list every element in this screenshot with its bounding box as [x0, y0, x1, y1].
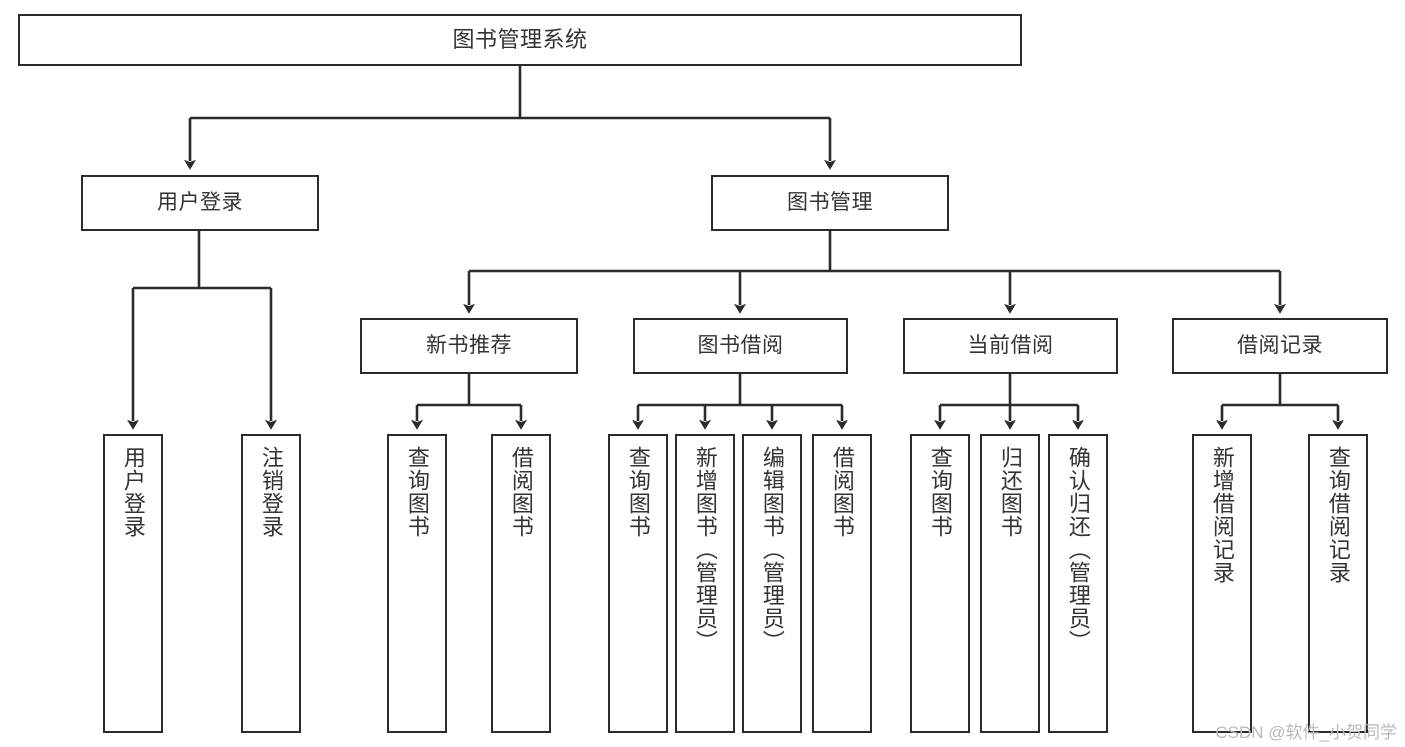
node-label: 新增借阅记录: [1209, 446, 1235, 584]
node-leaf-query-book-current[interactable]: 查询图书: [910, 434, 970, 733]
node-leaf-add-book-admin[interactable]: 新增图书（管理员）: [675, 434, 735, 733]
node-leaf-query-borrow-record[interactable]: 查询借阅记录: [1308, 434, 1368, 733]
node-root-system[interactable]: 图书管理系统: [18, 14, 1022, 66]
node-label: 归还图书: [997, 446, 1023, 538]
node-label: 当前借阅: [967, 333, 1054, 357]
node-label: 查询图书: [625, 446, 651, 538]
node-label: 图书管理系统: [452, 27, 588, 53]
node-label: 注销登录: [258, 446, 284, 538]
node-leaf-user-logout[interactable]: 注销登录: [241, 434, 301, 733]
node-label: 查询借阅记录: [1325, 446, 1351, 584]
node-label: 确认归还（管理员）: [1065, 446, 1091, 653]
node-current-borrow[interactable]: 当前借阅: [903, 318, 1118, 374]
node-label: 新书推荐: [426, 333, 512, 357]
node-label: 用户登录: [120, 446, 146, 538]
node-leaf-borrow-book[interactable]: 借阅图书: [812, 434, 872, 733]
node-new-book-recommend[interactable]: 新书推荐: [360, 318, 578, 374]
node-leaf-edit-book-admin[interactable]: 编辑图书（管理员）: [742, 434, 802, 733]
node-leaf-add-borrow-record[interactable]: 新增借阅记录: [1192, 434, 1252, 733]
watermark: CSDN @软件_小贺同学: [1215, 723, 1397, 742]
node-label: 查询图书: [404, 446, 430, 538]
node-leaf-return-book[interactable]: 归还图书: [980, 434, 1040, 733]
node-label: 借阅图书: [508, 446, 534, 538]
node-leaf-borrow-book-recommend[interactable]: 借阅图书: [491, 434, 551, 733]
node-label: 图书管理: [787, 190, 873, 214]
node-label: 查询图书: [927, 446, 953, 538]
node-leaf-query-book-borrow[interactable]: 查询图书: [608, 434, 668, 733]
node-label: 图书借阅: [697, 333, 784, 357]
node-leaf-user-login[interactable]: 用户登录: [103, 434, 163, 733]
node-label: 新增图书（管理员）: [692, 446, 718, 653]
node-label: 用户登录: [157, 190, 243, 214]
node-label: 编辑图书（管理员）: [759, 446, 785, 653]
node-book-borrow[interactable]: 图书借阅: [633, 318, 848, 374]
node-borrow-record[interactable]: 借阅记录: [1172, 318, 1388, 374]
node-label: 借阅记录: [1237, 333, 1323, 357]
node-user-login[interactable]: 用户登录: [81, 175, 319, 231]
node-leaf-confirm-return-admin[interactable]: 确认归还（管理员）: [1048, 434, 1108, 733]
node-book-management[interactable]: 图书管理: [711, 175, 949, 231]
node-leaf-query-book-recommend[interactable]: 查询图书: [387, 434, 447, 733]
node-label: 借阅图书: [829, 446, 855, 538]
